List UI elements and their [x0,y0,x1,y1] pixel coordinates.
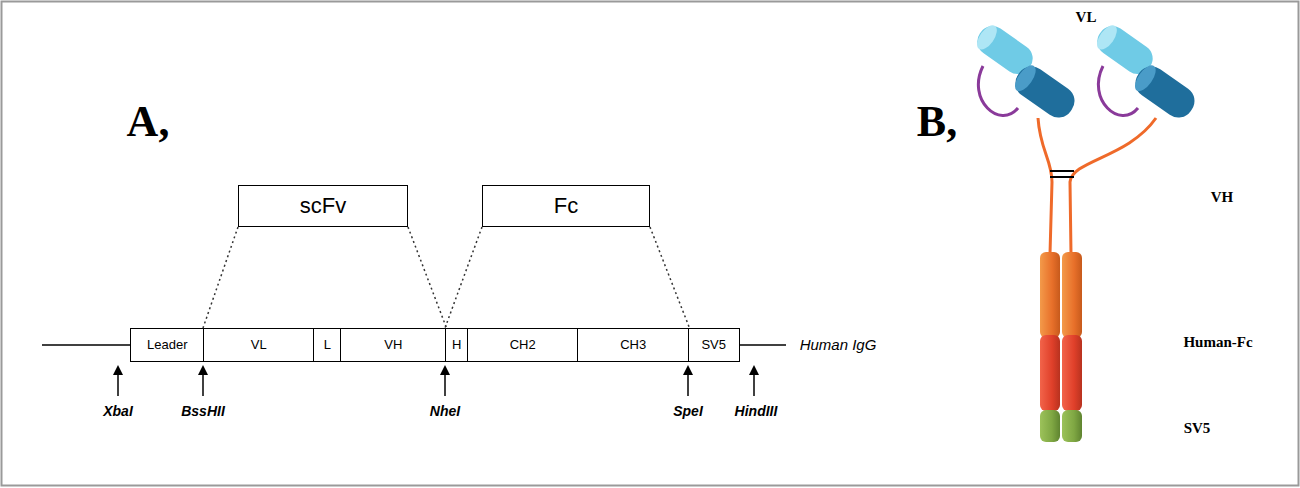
gene-segment-box: CH3 [577,328,690,362]
scfv-fc-illustration [972,21,1201,442]
segment-label: VH [384,338,402,352]
vector-backbone [42,344,131,346]
gene-segment-box: Leader [130,328,205,362]
domain-label: VL [1076,9,1097,26]
site-arrow-head [440,365,450,375]
vh-domain-end [1131,62,1160,95]
domain-label: Human-Fc [1183,334,1252,351]
segment-label: Fc [554,194,578,218]
segment-label: L [324,338,331,352]
panel-letter: A, [127,98,170,146]
dotted-connector [408,227,447,328]
vh-domain [1010,61,1081,124]
segment-label: CH2 [510,338,536,352]
site-arrow-head [683,365,693,375]
gene-segment-box: L [313,328,342,362]
restriction-site: HindIII [735,404,778,419]
vh-domain [1130,61,1201,124]
gene-segment-box: VH [340,328,447,362]
isotype-label: Human IgG [800,337,877,354]
segment-label: scFv [300,194,346,218]
dotted-connector [445,227,482,328]
vh-domain-end [1011,62,1040,95]
gene-segment-box: VL [203,328,315,362]
restriction-site: NheI [430,404,460,419]
disulfide-bond [1050,176,1074,178]
hinge-chain [1070,118,1156,254]
site-arrow-shaft [117,374,119,396]
hinge-chain [1038,118,1052,254]
domain-label: VH [1211,189,1234,206]
domain-group-box: scFv [238,185,408,227]
restriction-site: BssHII [181,404,225,419]
site-arrow-shaft [687,374,689,396]
segment-label: SV5 [701,338,726,352]
segment-label: Leader [147,338,187,352]
segment-label: H [452,338,461,352]
dotted-connector [203,227,238,328]
vl-domain-end [1093,22,1121,53]
ch2-domain [1040,252,1060,338]
domain-label: SV5 [1184,420,1211,437]
segment-label: CH3 [620,338,646,352]
site-arrow-head [749,365,759,375]
site-arrow-head [113,365,123,375]
dotted-connector [650,227,690,328]
ch3-domain [1062,335,1082,411]
vector-backbone [738,344,786,346]
scfv-linker [978,66,1018,116]
segment-label: VL [251,338,267,352]
ch3-domain [1040,335,1060,411]
restriction-site: SpeI [673,404,703,419]
site-arrow-shaft [202,374,204,396]
gene-segment-box: CH2 [467,328,579,362]
site-arrow-shaft [753,374,755,396]
panel-letter: B, [917,98,957,146]
site-arrow [113,365,759,396]
site-arrow-head [198,365,208,375]
sv5-tag [1062,410,1082,442]
ch2-domain [1062,252,1082,338]
disulfide-bond [1050,170,1074,172]
gene-segment-box: H [445,328,469,362]
site-arrow-shaft [444,374,446,396]
vl-domain-end [973,22,1001,53]
gene-segment-box: SV5 [688,328,740,362]
scfv-linker [1098,66,1138,116]
sv5-tag [1040,410,1060,442]
domain-group-box: Fc [482,185,650,227]
restriction-site: XbaI [103,404,133,419]
